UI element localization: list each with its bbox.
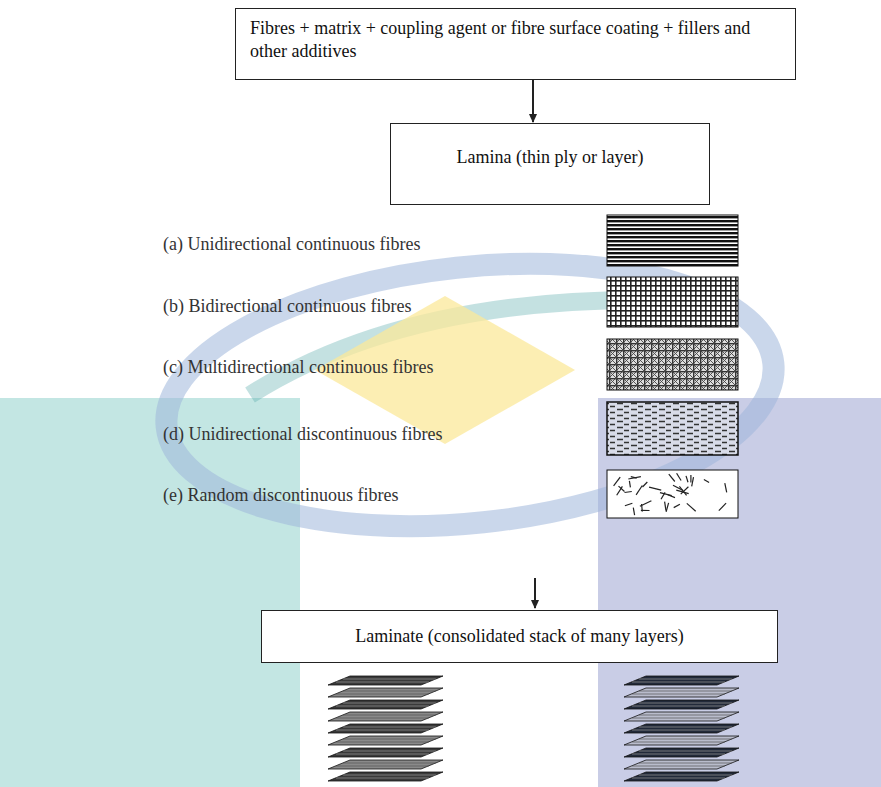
option-label: (a) Unidirectional continuous fibres — [163, 234, 420, 256]
box-text: Lamina (thin ply or layer) — [401, 146, 699, 169]
flow-arrow — [532, 80, 534, 122]
box-text: Fibres + matrix + coupling agent or fibr… — [250, 17, 781, 64]
process-box: Fibres + matrix + coupling agent or fibr… — [235, 8, 796, 80]
process-box: Laminate (consolidated stack of many lay… — [261, 610, 778, 663]
option-label: (d) Unidirectional discontinuous fibres — [163, 424, 442, 446]
box-text: Laminate (consolidated stack of many lay… — [272, 625, 767, 648]
process-box: Lamina (thin ply or layer) — [390, 123, 710, 205]
option-label: (c) Multidirectional continuous fibres — [163, 357, 433, 379]
option-label: (e) Random discontinuous fibres — [163, 485, 398, 507]
option-label: (b) Bidirectional continuous fibres — [163, 296, 411, 318]
